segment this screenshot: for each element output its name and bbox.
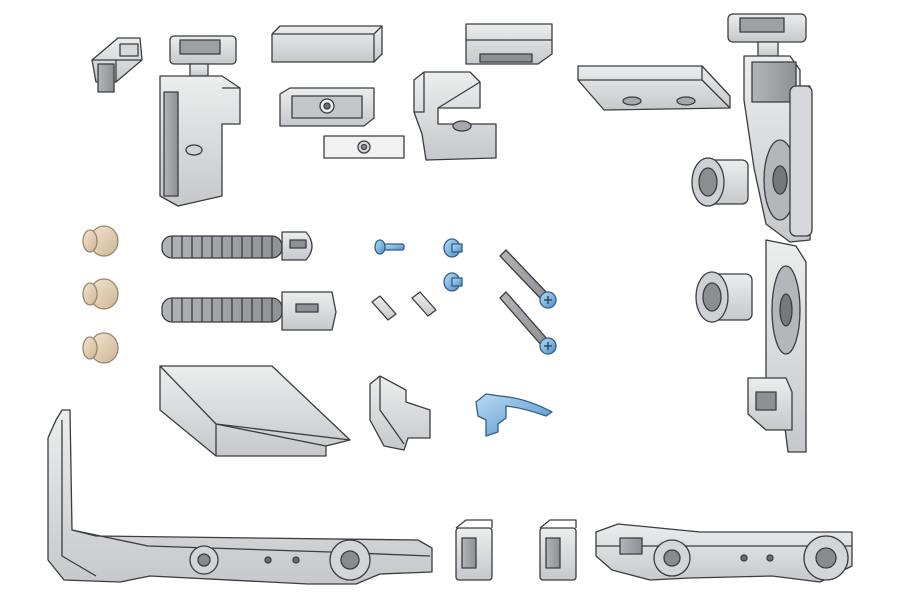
wedge-plate xyxy=(159,365,351,457)
plug-3 xyxy=(82,332,119,364)
blue-nut-1 xyxy=(443,238,463,258)
flat-plate-with-hole xyxy=(323,135,405,159)
pin-2 xyxy=(411,291,437,317)
top-right-hinge-assembly xyxy=(727,13,813,243)
pin-1 xyxy=(371,295,397,321)
plate-with-hole xyxy=(279,87,375,127)
angle-bracket xyxy=(413,71,497,161)
roller-1 xyxy=(691,157,749,207)
clip-cap xyxy=(369,375,431,451)
small-blue-screw xyxy=(374,239,405,255)
connector-1 xyxy=(455,519,493,581)
connector-2 xyxy=(539,519,577,581)
rect-block-2 xyxy=(465,23,553,65)
spring-bolt-1 xyxy=(161,231,313,261)
spring-bolt-2 xyxy=(161,291,337,331)
bottom-right-hinge-plate xyxy=(747,239,807,453)
plug-2 xyxy=(82,278,119,310)
long-rail-plate xyxy=(577,65,731,111)
corner-drive-gear xyxy=(47,409,433,585)
small-clip-block xyxy=(91,37,143,93)
long-screw-2 xyxy=(499,291,557,355)
long-screw-1 xyxy=(499,249,557,309)
blue-seal-profile xyxy=(475,393,553,437)
roller-carriage xyxy=(595,523,853,583)
plug-1 xyxy=(82,225,119,257)
rect-block-1 xyxy=(271,25,383,63)
roller-2 xyxy=(695,271,753,323)
top-bracket-assembly xyxy=(159,35,241,207)
blue-nut-2 xyxy=(443,272,463,292)
